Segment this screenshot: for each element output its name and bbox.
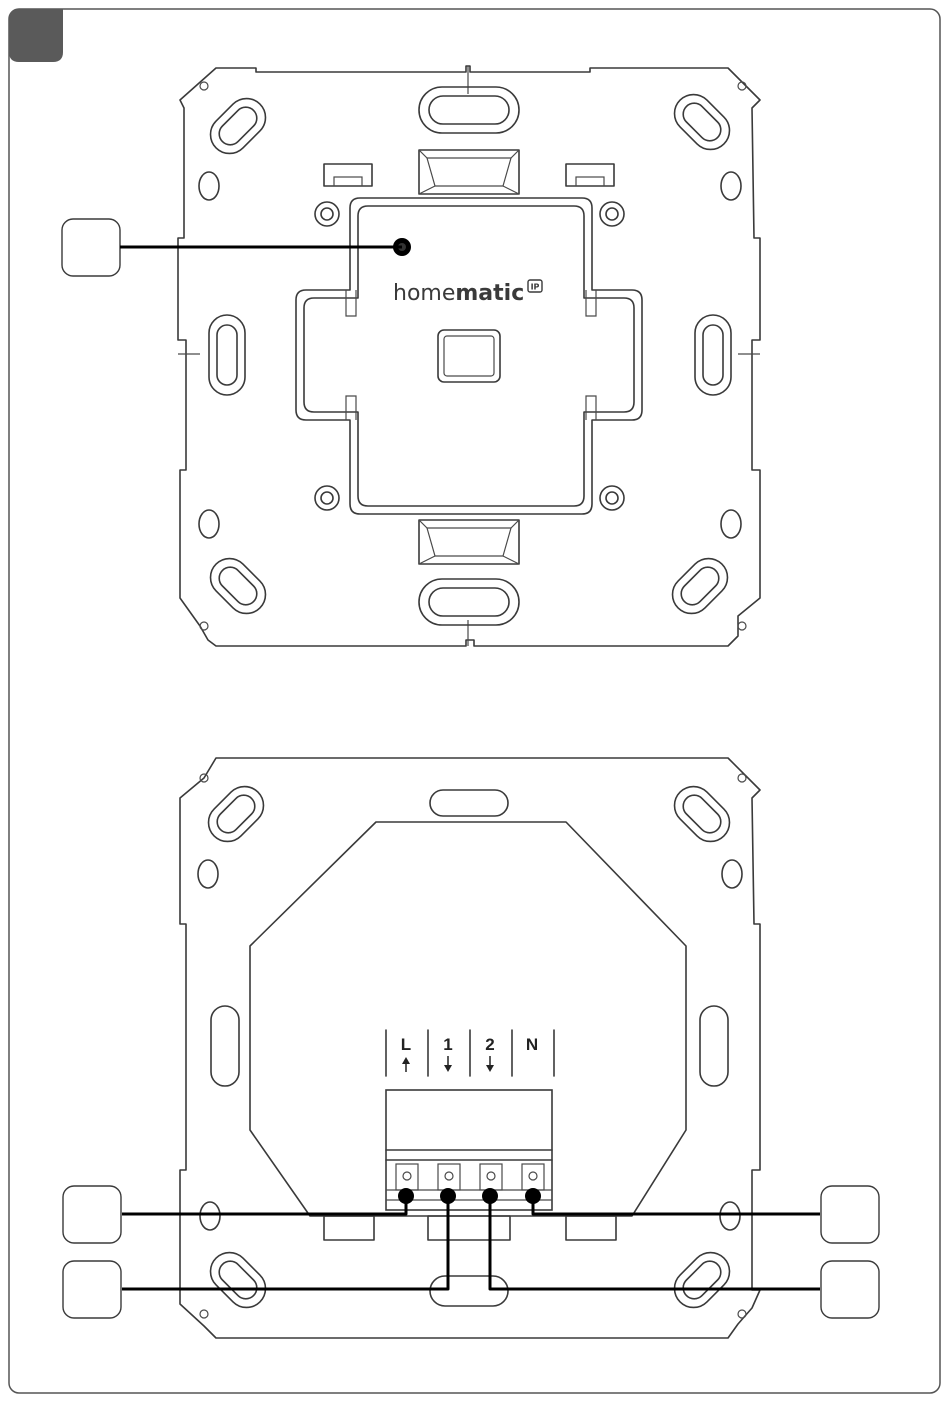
brand-text-bold: matic: [455, 281, 524, 306]
brand-text-light: home: [393, 281, 455, 306]
terminal-dot-n: [525, 1188, 541, 1204]
wire-l: [122, 1196, 406, 1214]
terminal-label-2: 2: [485, 1035, 494, 1054]
wire-n: [533, 1196, 820, 1214]
step-badge: [9, 9, 63, 62]
rear-view-device: [180, 758, 760, 1338]
homematic-logo: homematic IP: [393, 280, 542, 306]
terminal-label-n: N: [526, 1035, 538, 1054]
arrow-down-icon: [486, 1056, 494, 1072]
brand-badge: IP: [531, 283, 540, 292]
callout-wire-l: [63, 1186, 121, 1243]
arrow-down-icon: [444, 1056, 452, 1072]
callout-wire-n: [821, 1186, 879, 1243]
svg-text:homematic: homematic: [393, 281, 524, 306]
arrow-up-icon: [402, 1057, 410, 1072]
terminal-dot-l: [398, 1188, 414, 1204]
callout-wire-2: [821, 1261, 879, 1318]
callout-led: [62, 219, 120, 276]
terminal-label-1: 1: [443, 1035, 452, 1054]
terminal-dot-1: [440, 1188, 456, 1204]
front-view-device: [178, 66, 760, 646]
terminal-dot-2: [482, 1188, 498, 1204]
terminal-label-l: L: [401, 1035, 411, 1054]
callout-wire-1: [63, 1261, 121, 1318]
